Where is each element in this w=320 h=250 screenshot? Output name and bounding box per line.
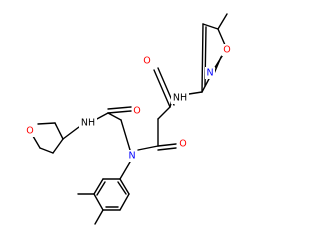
bond-line (62, 126, 80, 140)
bond-line (52, 138, 64, 154)
bond-line (117, 181, 127, 195)
bond-line (202, 23, 219, 30)
atom-label-nh-right: NH (173, 93, 187, 104)
bond-line (54, 122, 64, 140)
atom-nh-right: NH (171, 92, 189, 104)
atom-label-n-isoxazole: N (206, 68, 213, 79)
atom-label-o-isoxazole: O (223, 45, 230, 56)
bond-line (39, 147, 54, 154)
bond-line (217, 28, 226, 46)
bond-line (137, 145, 159, 151)
bonds (29, 13, 228, 225)
atom-label-n-tertiary: N (128, 151, 135, 162)
bond-line (119, 161, 131, 180)
atom-n-isoxazole: N (205, 67, 215, 79)
atom-o-isoxazole: O (222, 44, 232, 56)
atom-label-o-amide-left: O (133, 106, 140, 117)
atom-label-o-amide-top: O (143, 56, 150, 67)
atom-label-o-amide-right: O (179, 139, 186, 150)
bond-line (201, 76, 211, 93)
bond-line (94, 112, 109, 121)
bond-line (93, 178, 104, 195)
bond-line (93, 193, 104, 211)
chemical-structure: O NH O N O O NH N (25, 13, 232, 225)
bond-line (157, 147, 177, 151)
atom-o-amide-left: O (132, 105, 142, 117)
bond-line (119, 193, 130, 211)
bond-line (107, 110, 132, 114)
atom-label-o-oxolane: O (26, 126, 33, 137)
atom-n-tertiary: N (127, 150, 137, 162)
bond-line (37, 122, 56, 125)
bond-line (153, 69, 171, 108)
bond-line (217, 13, 228, 30)
bond-line (107, 112, 122, 121)
bond-line (157, 106, 171, 120)
bond-line (96, 181, 106, 196)
bond-line (107, 106, 132, 110)
atom-label-nh-left: NH (81, 118, 95, 129)
atom-nh-left: NH (79, 117, 97, 129)
bond-line (94, 209, 104, 225)
atom-o-oxolane: O (25, 125, 35, 137)
atom-o-amide-right: O (178, 138, 188, 150)
bond-line (119, 178, 130, 195)
bond-line (120, 119, 131, 151)
bond-line (201, 23, 204, 93)
atom-o-amide-top: O (142, 55, 152, 67)
bond-line (188, 91, 203, 95)
atom-labels: O NH O N O O NH N (25, 44, 232, 162)
bond-line (157, 143, 177, 147)
